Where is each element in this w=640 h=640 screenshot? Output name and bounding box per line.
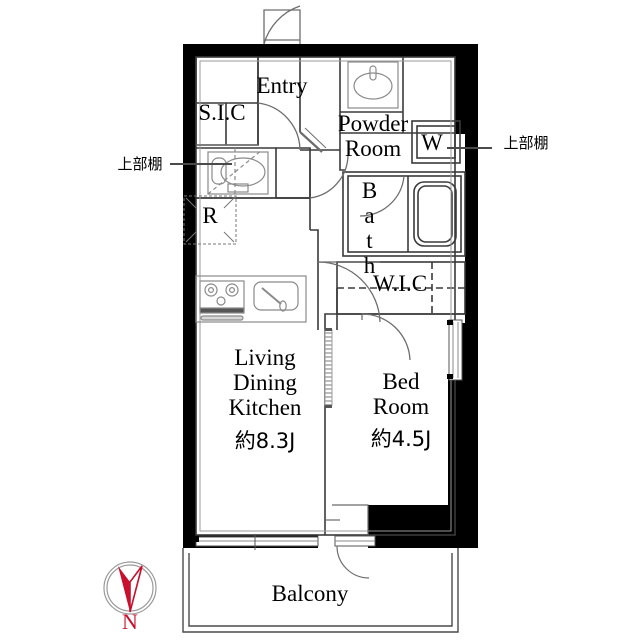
toilet-fixture [207,148,269,198]
window-bedroom-right [447,319,463,381]
refrigerator-space [183,195,237,245]
door-wic [361,313,411,361]
door-entry-inner [257,102,301,151]
north-arrow [103,561,157,615]
door-entrance [263,5,301,45]
doors[interactable] [196,5,411,361]
room-label-entry: Entry [256,73,308,98]
kitchen-counter [195,275,307,323]
room-label-bath: Bath [357,178,382,278]
fixture-label-washer: W [421,130,443,155]
window-balcony-ldk [193,534,319,550]
vanity-sink [347,61,399,109]
room-area-ldk: 約8.3J [234,429,296,453]
interior-walls [195,56,466,536]
sliding-door-bedroom[interactable] [324,328,333,408]
door-balcony-bedroom [334,535,376,579]
door-bath [359,175,405,217]
balcony-outline [182,548,459,633]
callout-upper-shelf-left: 上部棚 [117,155,163,173]
room-label-balcony: Balcony [271,581,349,606]
room-label-bedroom: Bed Room [372,369,430,419]
door-ldk [317,261,381,323]
door-powder [299,131,323,153]
compass-letter-north: N [122,609,138,634]
door-toilet [309,154,349,199]
callout-lines [170,147,492,165]
room-label-sic: S.I.C [198,100,246,125]
room-area-bedroom: 約4.5J [370,427,432,451]
fixture-label-refrigerator: R [202,203,218,228]
bedroom-outline [325,504,369,535]
callout-upper-shelf-right: 上部棚 [503,134,549,152]
windows [193,319,463,579]
room-label-ldk: Living Dining Kitchen [228,345,302,420]
room-label-powder-room: Powder Room [337,111,409,161]
room-label-wic: W.I.C [372,271,428,296]
